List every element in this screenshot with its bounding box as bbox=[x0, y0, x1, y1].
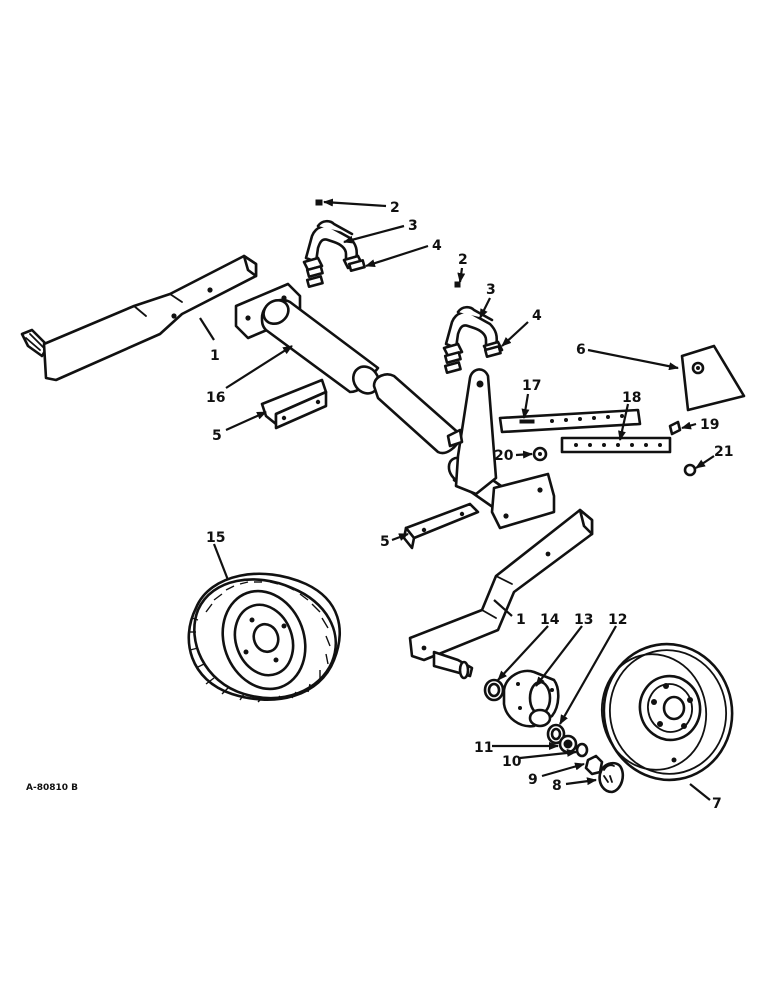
callout-2-lower: 2 bbox=[458, 252, 468, 268]
callout-4-lower: 4 bbox=[532, 308, 542, 324]
callout-7: 7 bbox=[712, 796, 722, 812]
drawing-code: A-80810 B bbox=[26, 783, 78, 793]
bolt-21 bbox=[683, 463, 697, 477]
callout-8: 8 bbox=[552, 778, 562, 794]
right-axle-arm bbox=[408, 508, 594, 680]
left-axle-arm bbox=[20, 254, 258, 382]
angle-bracket-upper bbox=[260, 378, 328, 430]
hub-13 bbox=[502, 669, 560, 728]
callout-3-upper: 3 bbox=[408, 218, 418, 234]
clamp-left bbox=[302, 199, 366, 289]
callout-labels: 2 3 4 2 3 4 1 6 16 5 17 18 19 20 21 5 15… bbox=[26, 200, 733, 812]
callout-4-upper: 4 bbox=[432, 238, 442, 254]
callout-1-upper: 1 bbox=[210, 348, 220, 364]
slotted-bar-17 bbox=[498, 408, 642, 434]
callout-3-lower: 3 bbox=[486, 282, 496, 298]
mounting-plate bbox=[680, 344, 746, 412]
callout-15: 15 bbox=[206, 530, 225, 546]
nut-20 bbox=[532, 446, 548, 462]
clamp-right bbox=[442, 281, 504, 375]
callout-9: 9 bbox=[528, 772, 538, 788]
tire bbox=[187, 572, 341, 703]
callout-5-lower: 5 bbox=[380, 534, 390, 550]
slotted-bar-18 bbox=[560, 436, 672, 454]
axle-tube bbox=[234, 282, 556, 530]
bearing-cup-14 bbox=[483, 678, 505, 702]
callout-6: 6 bbox=[576, 342, 586, 358]
bearing-11 bbox=[558, 734, 578, 754]
callout-2-upper: 2 bbox=[390, 200, 400, 216]
callout-11: 11 bbox=[474, 740, 493, 756]
angle-bracket-lower bbox=[402, 502, 480, 550]
callout-19: 19 bbox=[700, 417, 719, 433]
hub-cap-8 bbox=[598, 761, 625, 794]
callout-5-upper: 5 bbox=[212, 428, 222, 444]
wheel-rim bbox=[600, 642, 734, 782]
callout-18: 18 bbox=[622, 390, 641, 406]
callout-14: 14 bbox=[540, 612, 560, 628]
callout-21: 21 bbox=[714, 444, 733, 460]
bolt-19 bbox=[668, 420, 682, 436]
callout-20: 20 bbox=[494, 448, 514, 464]
callout-17: 17 bbox=[522, 378, 541, 394]
leader-lines bbox=[199, 198, 715, 801]
callout-12: 12 bbox=[608, 612, 627, 628]
washer-10 bbox=[575, 742, 589, 758]
callout-13: 13 bbox=[574, 612, 593, 628]
callout-16: 16 bbox=[206, 390, 225, 406]
callout-10: 10 bbox=[502, 754, 522, 770]
callout-1-lower: 1 bbox=[516, 612, 526, 628]
